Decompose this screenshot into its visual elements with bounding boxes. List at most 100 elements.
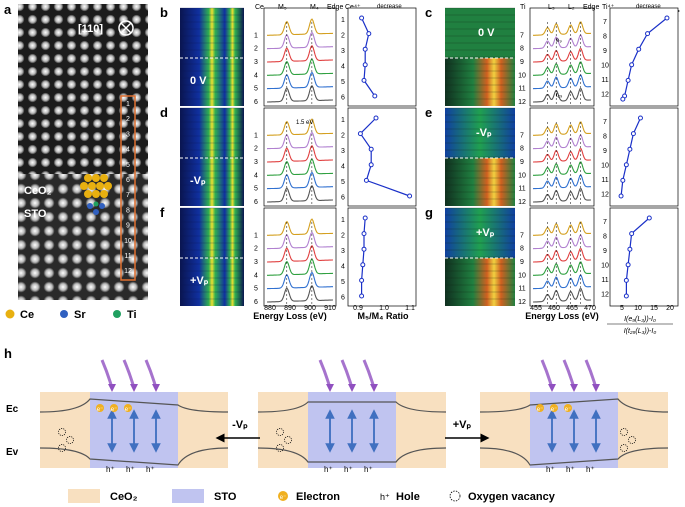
ratio-tick: 1.1 — [405, 305, 415, 312]
panel-label: d — [160, 105, 168, 120]
ce-dot — [5, 309, 15, 319]
ti-dot — [113, 310, 121, 318]
ti-g-row-label: 11 — [518, 286, 525, 293]
hole-legend: Hole — [396, 491, 420, 503]
band-diagram-minus: h⁺h⁺h⁺e⁻e⁻e⁻ — [39, 359, 229, 474]
panel-label: f — [160, 205, 165, 220]
ce-f-row-label: 1 — [254, 232, 258, 239]
ce-d-ratio-point — [407, 193, 413, 199]
t2g-label: t₂₉ — [556, 93, 563, 99]
ceo2-left — [40, 392, 90, 468]
ce-atom — [96, 182, 104, 190]
m4-label: M₄ — [310, 4, 319, 11]
ce-d-spectrum — [267, 144, 333, 163]
electron-symbol: e⁻ — [280, 495, 287, 501]
electron-symbol: e⁻ — [111, 407, 118, 413]
ceo2-left — [480, 392, 530, 468]
ce-f-spectrum — [267, 284, 333, 303]
ti-c-ratio-point — [620, 96, 626, 102]
light-arrow-head — [130, 384, 138, 392]
ce-f-frame — [263, 207, 337, 307]
ce-b-frame — [263, 7, 337, 107]
electron-icon — [110, 404, 118, 412]
ratio-row-label: 7 — [603, 119, 607, 126]
ratio-row-label: 7 — [603, 19, 607, 26]
ce-f-spectrum — [267, 258, 334, 276]
ratio-row-label: 2 — [341, 133, 345, 140]
ti-c-ratio-point — [664, 15, 670, 21]
band-diagram-zero: h⁺h⁺h⁺ — [257, 359, 447, 474]
atom-model — [80, 174, 112, 215]
light-arrow-head — [370, 384, 378, 392]
ratio-row-label: 11 — [601, 77, 608, 84]
ce-b-row-label: 1 — [254, 32, 258, 39]
ti-e-ratio-point — [637, 115, 643, 121]
electron-legend: Electron — [296, 491, 340, 503]
ce-d-row-label: 2 — [254, 146, 258, 153]
ce-f-ratio-point — [359, 277, 365, 283]
ti-e-spectrum — [533, 187, 591, 203]
hole-symbol: h⁺ — [126, 465, 135, 474]
ce-b-ratio — [347, 7, 417, 107]
ceo2-label: CeO₂ — [24, 185, 52, 197]
ce-f-spectrum — [266, 271, 333, 290]
valence-band — [257, 447, 447, 463]
light-arrow-head — [592, 384, 600, 392]
light-arrow — [318, 359, 332, 389]
x-tick: 455 — [530, 305, 542, 312]
ce-b-ratio-point — [362, 46, 368, 52]
ti-label: Ti — [520, 4, 526, 11]
ti-c-spectrum — [532, 74, 591, 90]
ratio-row-label: 8 — [603, 234, 607, 241]
vacancy-icon — [276, 444, 284, 452]
ce-d-row-label: 1 — [254, 132, 258, 139]
ti4-label: Ti⁴⁺ — [602, 4, 615, 11]
ce-b-row-label: 5 — [254, 86, 258, 93]
ratio-tick: 20 — [666, 305, 674, 312]
ratio-row-label: 12 — [601, 92, 609, 99]
ti-c-spectrum — [532, 34, 591, 50]
atom-legend: Ce Sr Ti — [5, 309, 137, 321]
ratio-row-label: 2 — [341, 33, 345, 40]
shift-label: 1.5 eV — [296, 120, 313, 126]
ti-decrease-label: decrease — [636, 4, 661, 10]
ratio-row-label: 3 — [341, 148, 345, 155]
sr-atom — [87, 203, 93, 209]
ti-map-top — [445, 208, 515, 258]
ti-g-spectrum — [533, 261, 592, 276]
ti-c-spectrum — [533, 87, 591, 103]
ti-map-bottom — [445, 158, 515, 206]
hole-symbol: h⁺ — [146, 465, 155, 474]
electron-icon — [96, 404, 104, 412]
ti-c-ratio-point — [636, 46, 642, 52]
hole-symbol: h⁺ — [380, 492, 390, 502]
row-number: 6 — [126, 177, 130, 184]
vacancy-icon — [284, 436, 292, 444]
ratio-row-label: 8 — [603, 134, 607, 141]
row-number: 10 — [124, 238, 132, 245]
ratio-row-label: 1 — [341, 17, 345, 24]
ti-e-spectrum — [533, 121, 592, 136]
ti-e-row-label: 9 — [520, 159, 524, 166]
ti-e-ratio-point — [627, 146, 633, 152]
vacancy-icon — [276, 428, 284, 436]
ti-e-ratio-point — [623, 162, 629, 168]
ce-legend: Ce — [20, 309, 34, 321]
ceo2-swatch — [68, 489, 100, 503]
light-arrow — [540, 359, 554, 389]
electron-icon — [536, 404, 544, 412]
ti-ratio-numerator: I(e₉(L₃))-I₀ — [624, 316, 656, 323]
ti-edge-label: Edge — [583, 4, 599, 11]
ti-c-ratio-point — [625, 77, 631, 83]
ce-panels: b0 V123456123456d-Vₚ123456123456f+Vₚ1234… — [160, 5, 417, 307]
ratio-row-label: 3 — [341, 248, 345, 255]
row-number: 1 — [126, 101, 130, 108]
vacancy-icon — [449, 490, 461, 502]
